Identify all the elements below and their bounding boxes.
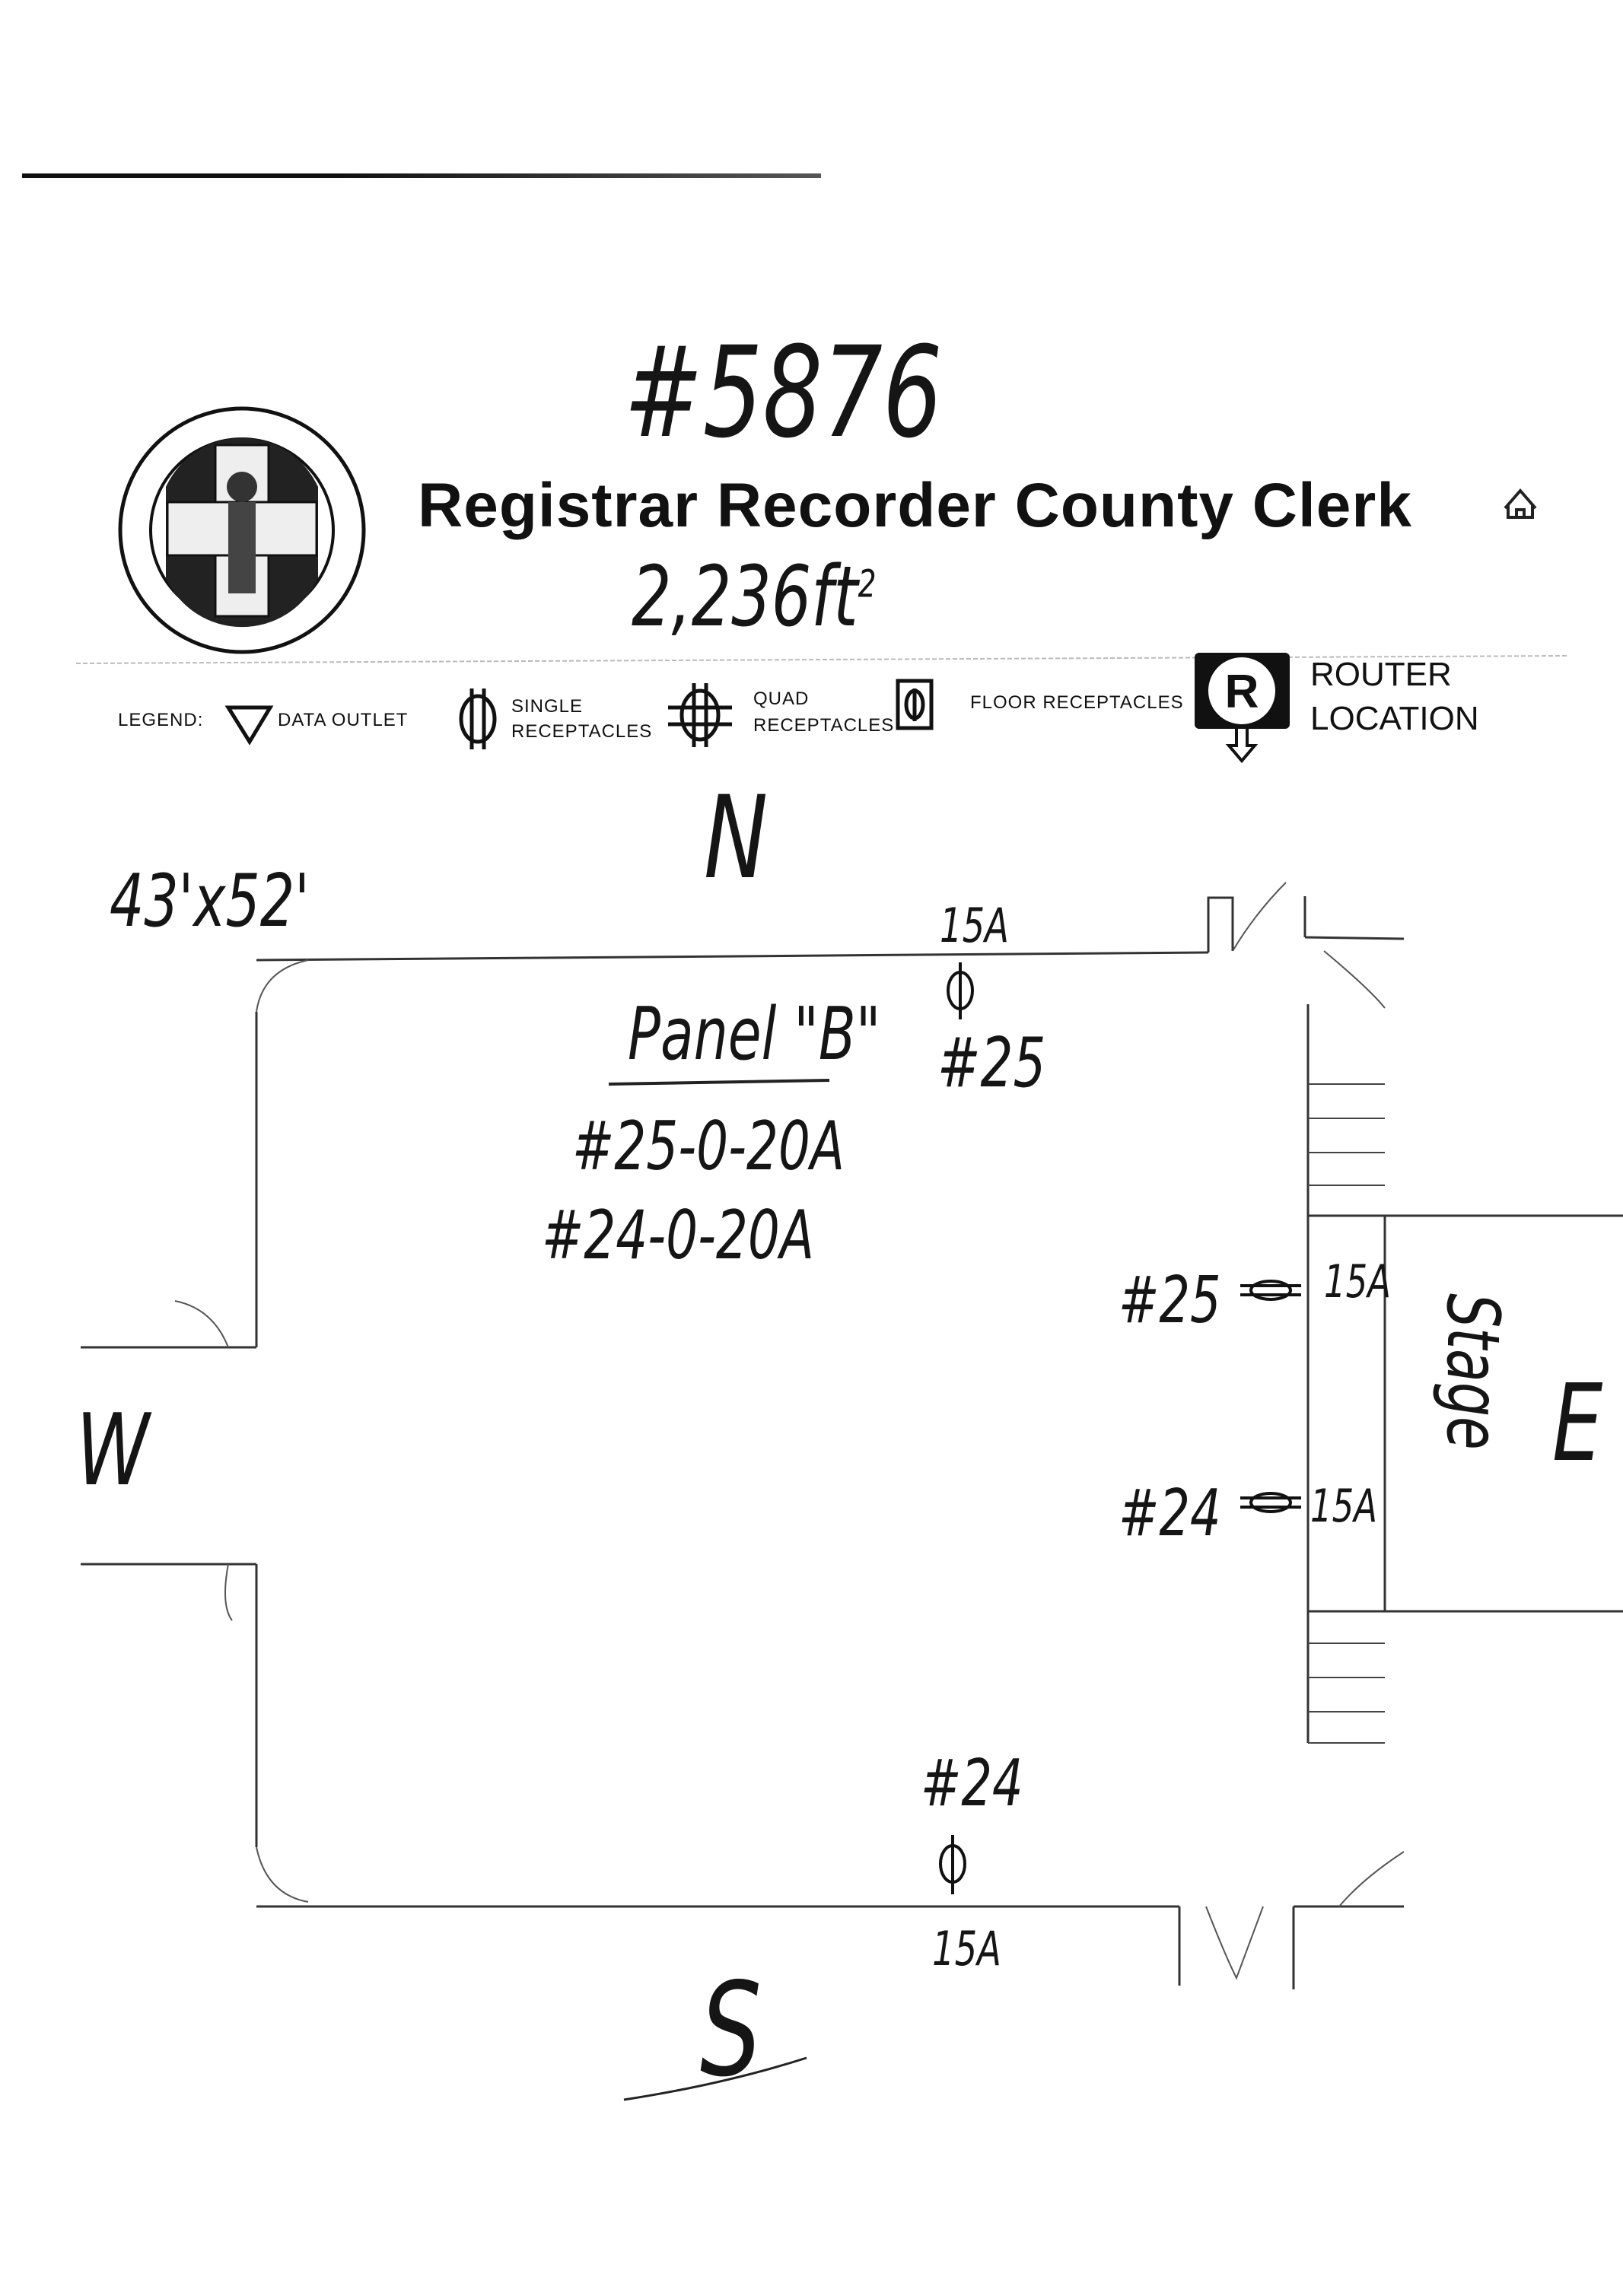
panel-label: Panel "B" bbox=[628, 993, 881, 1076]
outlet-east-lower-circuit: #24 bbox=[1119, 1476, 1221, 1551]
area-value: 2,236ft bbox=[632, 548, 858, 645]
svg-text:R: R bbox=[1225, 666, 1259, 718]
form-number: #5876 bbox=[624, 320, 943, 466]
floor-receptacle-icon bbox=[896, 679, 934, 730]
receptacle-north-icon bbox=[947, 962, 974, 1019]
room-walls bbox=[81, 896, 1623, 1989]
scan-edge-line bbox=[22, 173, 821, 178]
legend-router-label-2: LOCATION bbox=[1310, 700, 1479, 737]
house-icon bbox=[1504, 488, 1537, 519]
s-underline-stroke bbox=[623, 2056, 807, 2101]
legend-quad-label-1: QUAD bbox=[753, 688, 810, 709]
compass-west: W bbox=[76, 1392, 150, 1508]
legend-label: LEGEND: bbox=[118, 710, 204, 730]
outlet-south-amps: 15A bbox=[932, 1921, 1001, 1976]
receptacle-east-upper-icon bbox=[1240, 1280, 1301, 1301]
room-dimensions: 43'x52' bbox=[110, 860, 310, 943]
legend-single-label-2: RECEPTACLES bbox=[511, 721, 653, 742]
outlet-south-circuit: #24 bbox=[921, 1746, 1023, 1821]
outlet-east-upper-circuit: #25 bbox=[1119, 1263, 1221, 1338]
stage-label: Stage bbox=[1430, 1293, 1514, 1450]
legend-router-label-1: ROUTER bbox=[1310, 656, 1452, 693]
outlet-north-circuit: #25 bbox=[937, 1023, 1046, 1103]
receptacle-east-lower-icon bbox=[1240, 1492, 1301, 1513]
circuit-24: #24-0-20A bbox=[542, 1196, 815, 1274]
outlet-east-lower-amps: 15A bbox=[1310, 1480, 1378, 1533]
compass-north: N bbox=[704, 772, 769, 905]
outlet-north-amps: 15A bbox=[940, 898, 1009, 953]
stairs bbox=[1308, 1083, 1385, 1744]
legend-single-label-1: SINGLE bbox=[511, 696, 584, 717]
legend-data-outlet-label: DATA OUTLET bbox=[278, 710, 409, 730]
legend-quad-label-2: RECEPTACLES bbox=[753, 715, 895, 736]
legend-floor-label: FLOOR RECEPTACLES bbox=[970, 692, 1184, 713]
data-outlet-icon bbox=[224, 705, 274, 746]
area-superscript: 2 bbox=[858, 561, 877, 606]
receptacle-south-icon bbox=[939, 1835, 966, 1894]
room-area: 2,236ft2 bbox=[632, 548, 876, 645]
quad-receptacle-icon bbox=[668, 683, 732, 747]
door-swings bbox=[174, 882, 1405, 1980]
circuit-25: #25-0-20A bbox=[572, 1107, 845, 1185]
panel-underline bbox=[608, 1079, 830, 1086]
outlet-east-upper-amps: 15A bbox=[1324, 1255, 1392, 1309]
compass-east: E bbox=[1552, 1362, 1603, 1486]
header-divider bbox=[75, 655, 1568, 664]
router-icon: R bbox=[1195, 653, 1290, 764]
single-receptacle-icon bbox=[459, 688, 497, 749]
page-title: Registrar Recorder County Clerk bbox=[418, 471, 1412, 540]
county-seal bbox=[118, 406, 366, 654]
compass-south: S bbox=[700, 1955, 762, 2106]
